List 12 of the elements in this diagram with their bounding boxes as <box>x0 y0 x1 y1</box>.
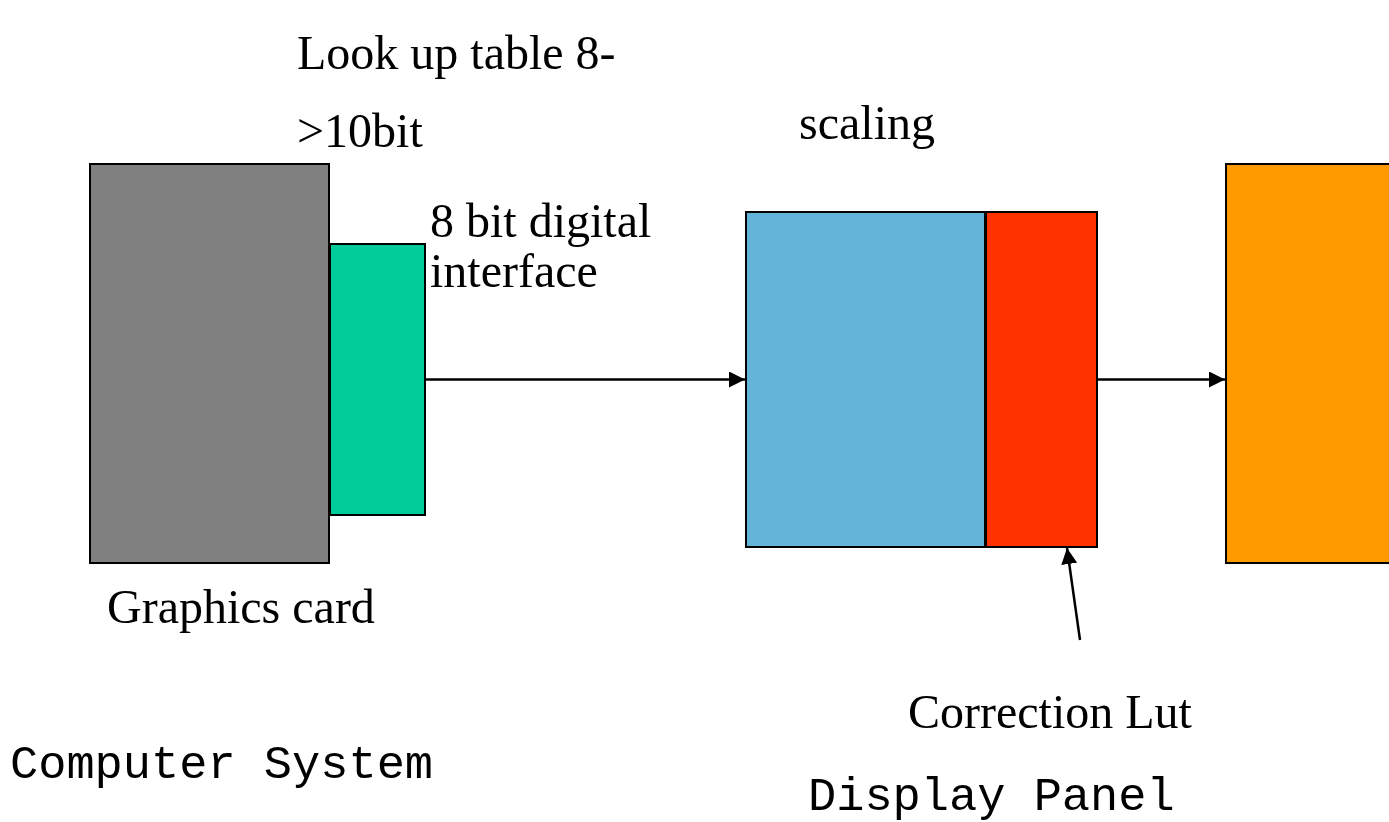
group-label: Look up table 8->10bit <box>297 25 617 159</box>
leader-arrow <box>1061 547 1082 641</box>
group-label: Display Panel <box>808 772 1175 822</box>
display-box <box>1225 163 1389 564</box>
node-caption: scaling <box>799 95 935 151</box>
arrow <box>1098 371 1225 388</box>
node-caption: Graphics card <box>107 579 375 635</box>
group-label: Computer System <box>10 740 434 792</box>
arrow <box>426 371 745 388</box>
lookup-table-box <box>329 243 426 516</box>
callout-label: Correction Lut <box>908 684 1192 740</box>
correction-lut-box <box>985 211 1098 548</box>
